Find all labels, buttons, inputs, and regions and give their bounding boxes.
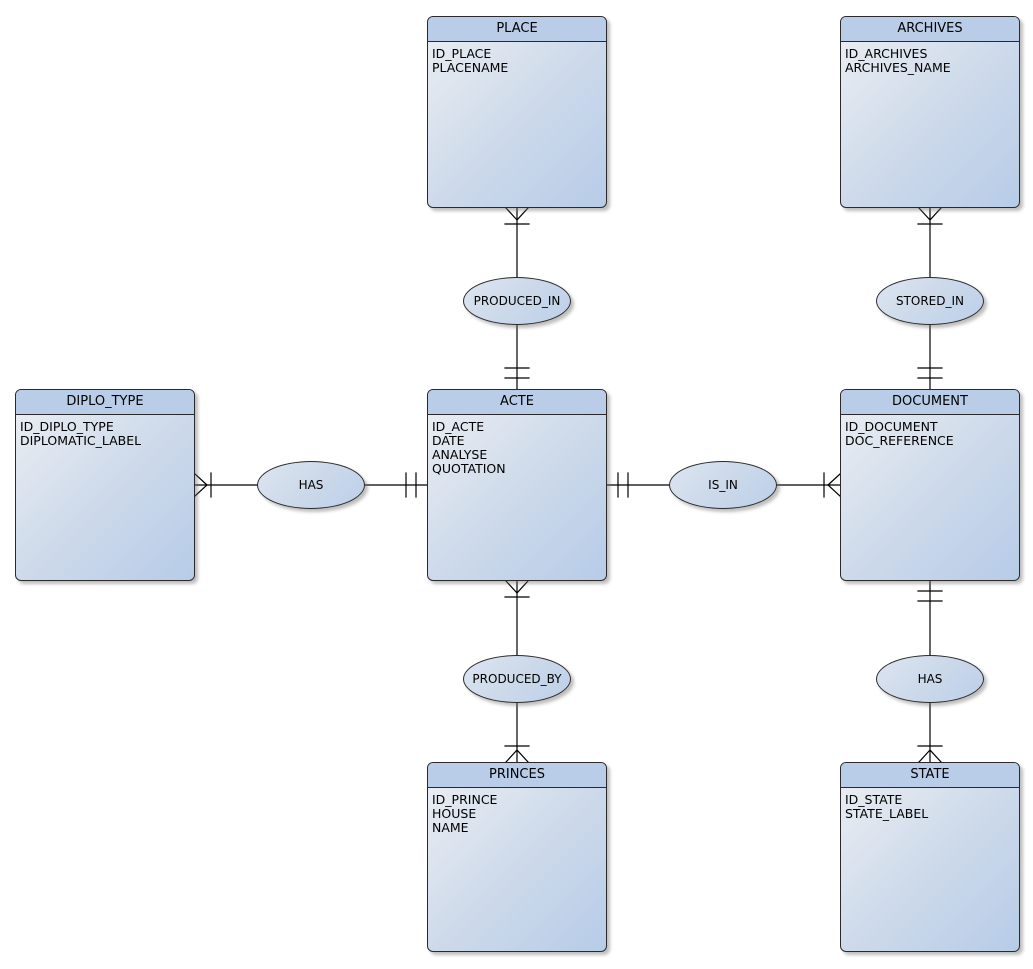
relationship-is-in[interactable]: IS_IN [669,461,777,509]
entity-title: PLACE [428,17,606,42]
entity-attribute-list: ID_DOCUMENT DOC_REFERENCE [841,415,1019,580]
entity-title: ARCHIVES [841,17,1019,42]
entity-title: DIPLO_TYPE [16,390,194,415]
attribute: HOUSE [432,807,477,821]
attribute: DOC_REFERENCE [845,434,954,448]
double-tick-marker [504,367,530,379]
entity-princes[interactable]: PRINCES ID_PRINCE HOUSE NAME [427,762,607,952]
relationship-label: HAS [917,672,943,686]
attribute: ARCHIVES_NAME [845,61,951,75]
entity-attribute-list: ID_STATE STATE_LABEL [841,788,1019,951]
relationship-has-diplo-type-acte[interactable]: HAS [257,461,365,509]
relationship-label: PRODUCED_BY [472,672,562,686]
relationship-label: STORED_IN [895,294,965,308]
crow-foot-marker [194,473,208,497]
relationship-has-document-state[interactable]: HAS [876,655,984,703]
entity-attribute-list: ID_PRINCE HOUSE NAME [428,788,606,951]
relationship-stored-in[interactable]: STORED_IN [876,277,984,325]
attribute: ID_PRINCE [432,793,498,807]
attribute: ID_ACTE [432,420,485,434]
relationship-label: HAS [298,478,324,492]
entity-attribute-list: ID_PLACE PLACENAME [428,42,606,207]
attribute: NAME [432,821,469,835]
entity-diplo-type[interactable]: DIPLO_TYPE ID_DIPLO_TYPE DIPLOMATIC_LABE… [15,389,195,581]
attribute: ID_DOCUMENT [845,420,938,434]
attribute: PLACENAME [432,61,509,75]
entity-title: ACTE [428,390,606,415]
entity-attribute-list: ID_DIPLO_TYPE DIPLOMATIC_LABEL [16,415,194,580]
entity-state[interactable]: STATE ID_STATE STATE_LABEL [840,762,1020,952]
attribute: STATE_LABEL [845,807,929,821]
entity-title: PRINCES [428,763,606,788]
attribute: QUOTATION [432,462,506,476]
double-tick-marker [405,472,417,498]
entity-acte[interactable]: ACTE ID_ACTE DATE ANALYSE QUOTATION [427,389,607,581]
crow-foot-marker [918,207,942,221]
attribute: ID_PLACE [432,47,492,61]
relationship-label: PRODUCED_IN [473,294,561,308]
double-tick-marker [917,367,943,379]
attribute: ANALYSE [432,448,488,462]
entity-place[interactable]: PLACE ID_PLACE PLACENAME [427,16,607,208]
entity-archives[interactable]: ARCHIVES ID_ARCHIVES ARCHIVES_NAME [840,16,1020,208]
entity-title: DOCUMENT [841,390,1019,415]
crow-foot-marker [827,473,841,497]
relationship-label: IS_IN [708,478,738,492]
relationship-produced-in[interactable]: PRODUCED_IN [463,277,571,325]
attribute: DATE [432,434,465,448]
crow-foot-marker [505,749,529,763]
entity-document[interactable]: DOCUMENT ID_DOCUMENT DOC_REFERENCE [840,389,1020,581]
attribute: ID_STATE [845,793,903,807]
crow-foot-marker [918,749,942,763]
entity-attribute-list: ID_ARCHIVES ARCHIVES_NAME [841,42,1019,207]
crow-foot-marker [505,580,529,594]
entity-attribute-list: ID_ACTE DATE ANALYSE QUOTATION [428,415,606,580]
crow-foot-marker [505,207,529,221]
entity-title: STATE [841,763,1019,788]
attribute: ID_ARCHIVES [845,47,928,61]
attribute: DIPLOMATIC_LABEL [20,434,142,448]
relationship-produced-by[interactable]: PRODUCED_BY [463,655,571,703]
double-tick-marker [917,590,943,602]
double-tick-marker [617,472,629,498]
attribute: ID_DIPLO_TYPE [20,420,114,434]
